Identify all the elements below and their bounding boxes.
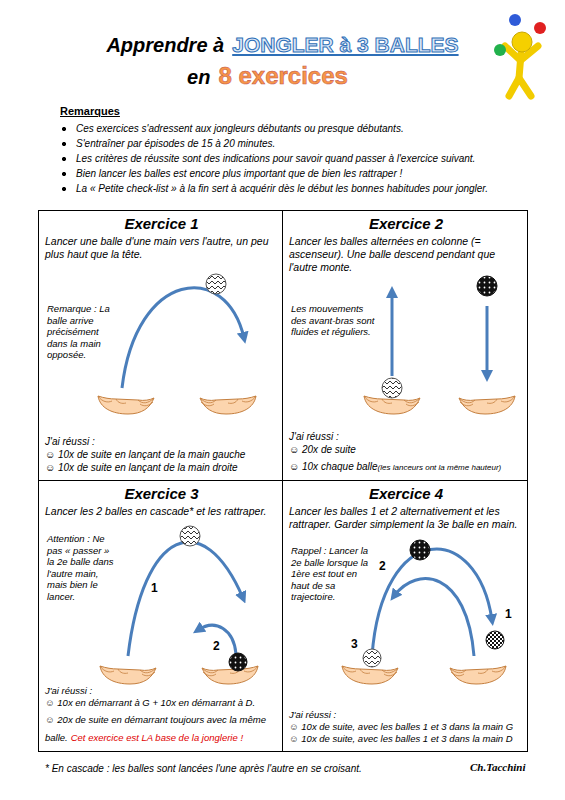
remark-note: Les mouvements des avant-bras sont fluid… bbox=[291, 303, 379, 338]
exercise-4-drawing bbox=[486, 631, 504, 649]
juggler-icon bbox=[509, 78, 531, 96]
exercise-1-drawing bbox=[98, 396, 154, 414]
remark-note: Rappel : Lancer la 2e balle lorsque la 1… bbox=[291, 545, 369, 603]
exercise-4-drawing bbox=[410, 540, 430, 560]
exercise-2-drawing bbox=[477, 276, 497, 296]
success-criterion: ☺ 10x de suite en lançant de la main dro… bbox=[45, 461, 278, 474]
exercise-2-drawing bbox=[382, 378, 402, 398]
exercise-1-drawing bbox=[122, 288, 244, 388]
exercise-4-drawing bbox=[450, 666, 506, 684]
bullet-note: La « Petite check-list » à la fin sert à… bbox=[60, 181, 550, 196]
bullet-note: S'entraîner par épisodes de 15 à 20 minu… bbox=[60, 136, 550, 151]
exercise-2-drawing bbox=[459, 396, 515, 414]
exercise-box: Exercice 1 Lancer une balle d'une main ve… bbox=[38, 210, 283, 481]
text-group: Exercice 1 Lancer une balle d'une main ve… bbox=[45, 215, 278, 261]
remark-note: Attention : Ne pas « passer » la 2e ball… bbox=[47, 533, 117, 602]
title-text: Apprendre à bbox=[106, 32, 224, 58]
exercise-3-drawing bbox=[128, 542, 243, 656]
title-text: en bbox=[187, 64, 210, 90]
success-heading: J'ai réussi : bbox=[289, 709, 523, 721]
text-group: Exercice 3 Lancer les 2 balles en cascade… bbox=[45, 485, 278, 518]
exercise-3-drawing bbox=[202, 666, 258, 684]
success-criterion: ☺ 20x de suite bbox=[289, 443, 523, 456]
emphasis-note: Cet exercice est LA base de la jonglerie… bbox=[71, 732, 243, 743]
success-criterion: ☺ 10x de suite en lançant de la main gau… bbox=[45, 448, 278, 461]
exercise-heading: Exercice 4 bbox=[289, 485, 523, 503]
instruction-text: Lancer une balle d'une main vers l'autre… bbox=[45, 235, 278, 261]
juggler-icon bbox=[494, 14, 546, 96]
exercise-box: Exercice 4 Lancer les balles 1 et 2 alter… bbox=[282, 480, 528, 752]
success-criterion: ☺ 10x chaque balle bbox=[289, 461, 378, 472]
ball-number: 3 bbox=[351, 637, 358, 651]
success-criterion: ☺ 10x de suite, avec les balles 1 et 3 d… bbox=[289, 721, 523, 733]
success-criterion: ☺ 10x en démarrant à G + 10x en démarran… bbox=[45, 697, 278, 709]
text-group: J'ai réussi :☺ 20x de suite ☺ 10x chaque … bbox=[289, 430, 523, 474]
exercise-3-drawing bbox=[198, 625, 236, 654]
exercise-4-drawing bbox=[363, 649, 381, 667]
bullet-note: Ces exercices s'adressent aux jongleurs … bbox=[60, 121, 550, 136]
footnote: * En cascade : les balles sont lancées l… bbox=[45, 762, 362, 775]
title-highlight: JONGLER à 3 BALLES bbox=[232, 32, 458, 58]
exercise-3-drawing bbox=[100, 526, 258, 684]
side-note: (les lanceurs ont la même hauteur) bbox=[378, 463, 502, 472]
exercise-heading: Exercice 3 bbox=[45, 485, 278, 503]
bullet-note: Les critères de réussite sont des indica… bbox=[60, 151, 550, 166]
instruction-text: Lancer les balles 1 et 2 alternativement… bbox=[289, 505, 523, 531]
juggler-icon bbox=[512, 32, 532, 52]
exercise-2-drawing bbox=[391, 292, 394, 376]
exercise-2-drawing bbox=[364, 396, 420, 414]
exercise-heading: Exercice 1 bbox=[45, 215, 278, 233]
title-highlight: 8 exercices bbox=[218, 62, 347, 90]
ball-number: 1 bbox=[505, 607, 512, 621]
juggler-icon bbox=[505, 46, 538, 96]
exercise-3-drawing bbox=[180, 526, 200, 546]
remarks-block: RemarquesCes exercices s'adressent aux j… bbox=[60, 104, 550, 196]
exercise-1-drawing bbox=[206, 274, 226, 294]
juggler-icon bbox=[534, 22, 546, 34]
exercise-4-drawing bbox=[372, 549, 492, 656]
juggler-icon bbox=[494, 44, 506, 56]
exercise-box: Exercice 3 Lancer les 2 balles en cascade… bbox=[38, 480, 283, 752]
text-group: Exercice 2 Lancer les balles alternées en… bbox=[289, 215, 523, 274]
success-heading: J'ai réussi : bbox=[289, 430, 523, 443]
ball-number: 1 bbox=[151, 581, 158, 595]
ball-number: 2 bbox=[213, 639, 220, 653]
exercise-1-drawing bbox=[98, 274, 256, 414]
exercise-1-drawing bbox=[200, 396, 256, 414]
exercise-4-drawing bbox=[394, 579, 474, 656]
remark-note: Remarque : La balle arrive précisément d… bbox=[47, 303, 119, 361]
text-group: Exercice 4 Lancer les balles 1 et 2 alter… bbox=[289, 485, 523, 531]
success-criterion: ☺ 10x de suite, avec les balles 1 et 3 d… bbox=[289, 733, 523, 745]
instruction-text: Lancer les 2 balles en cascade* et les r… bbox=[45, 505, 278, 518]
instruction-text: Lancer les balles alternées en colonne (… bbox=[289, 235, 523, 274]
signature: Ch.Tacchini bbox=[470, 761, 526, 774]
exercise-2-drawing bbox=[486, 306, 489, 376]
title-line: Apprendre à JONGLER à 3 BALLES bbox=[0, 32, 565, 58]
success-heading: J'ai réussi : bbox=[45, 435, 278, 448]
title-line: en 8 exercices bbox=[0, 62, 565, 90]
text-group: J'ai réussi :☺ 10x de suite, avec les ba… bbox=[289, 709, 523, 745]
juggler-icon bbox=[509, 14, 521, 26]
exercise-3-drawing bbox=[229, 653, 247, 671]
ball-number: 2 bbox=[379, 559, 386, 573]
exercise-box: Exercice 2 Lancer les balles alternées en… bbox=[282, 210, 528, 481]
exercise-heading: Exercice 2 bbox=[289, 215, 523, 233]
exercise-2-drawing bbox=[364, 276, 515, 414]
text-group: J'ai réussi :☺ 10x en démarrant à G + 10… bbox=[45, 685, 278, 745]
success-heading: J'ai réussi : bbox=[45, 685, 278, 697]
exercise-4-drawing bbox=[342, 666, 398, 684]
section-heading: Remarques bbox=[60, 104, 550, 118]
bullet-note: Bien lancer les balles est encore plus i… bbox=[60, 166, 550, 181]
exercise-3-drawing bbox=[100, 666, 156, 684]
text-group: J'ai réussi :☺ 10x de suite en lançant d… bbox=[45, 435, 278, 474]
